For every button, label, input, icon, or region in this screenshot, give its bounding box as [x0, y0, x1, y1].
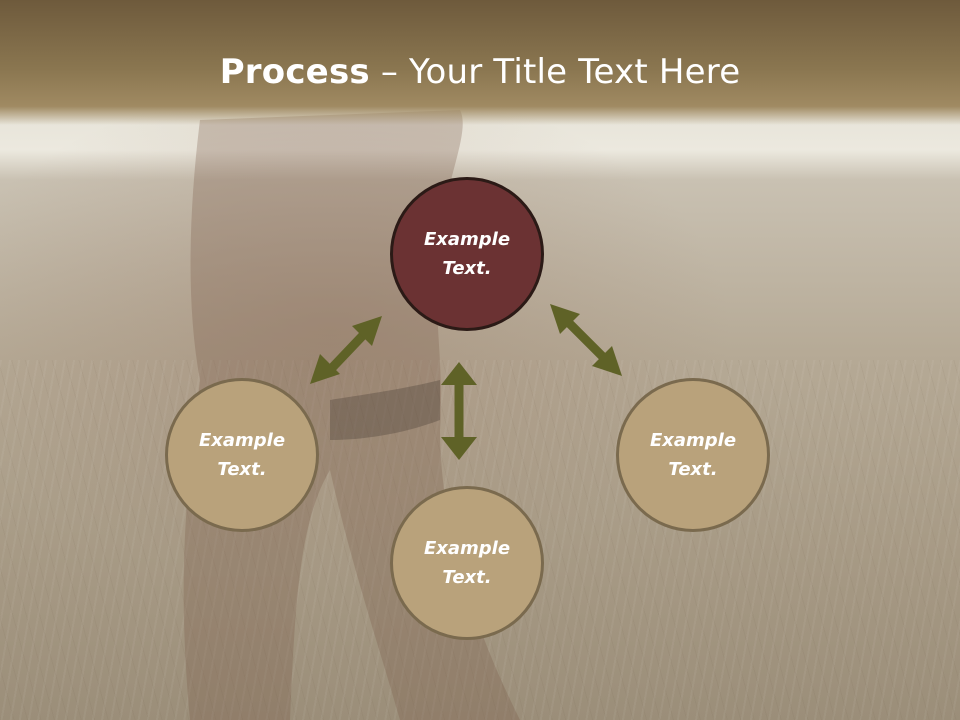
title-bold: Process [219, 52, 370, 92]
title-bar [0, 0, 960, 125]
node-top: Example Text. [390, 177, 544, 331]
arrow-right-diagonal [550, 304, 622, 376]
node-left: Example Text. [165, 378, 319, 532]
node-bottom: Example Text. [390, 486, 544, 640]
node-right-label: Example Text. [649, 430, 737, 480]
node-left-label: Example Text. [198, 430, 286, 480]
node-bottom-label: Example Text. [423, 538, 511, 588]
node-right: Example Text. [616, 378, 770, 532]
arrow-vertical [441, 362, 477, 460]
title-rest: – Your Title Text Here [369, 52, 741, 92]
arrow-left-diagonal [310, 316, 382, 384]
node-top-label: Example Text. [423, 229, 511, 279]
slide-title: Process – Your Title Text Here [0, 52, 960, 92]
